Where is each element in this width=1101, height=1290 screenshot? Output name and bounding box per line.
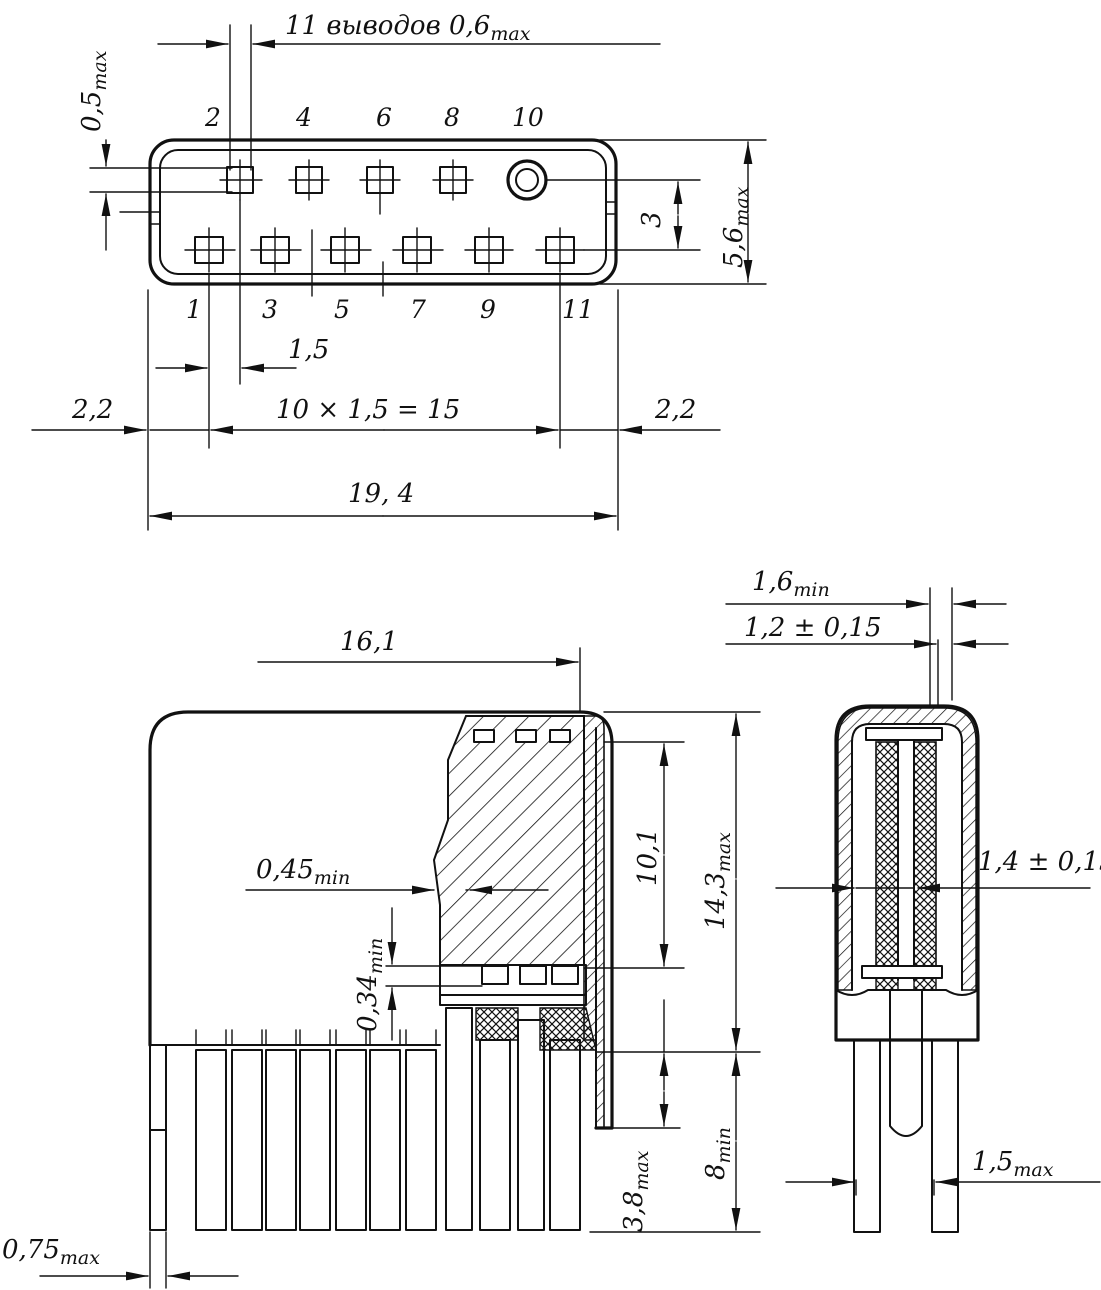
row-spacing-label: 3 [637, 211, 667, 228]
lead-width-label: 0,75max [2, 1235, 100, 1269]
thickness-label: 1,2 ± 0,15 [744, 613, 882, 643]
total-height-label: 14,3max [701, 832, 735, 930]
front-leads [149, 1000, 581, 1232]
pin-label-7: 7 [410, 295, 426, 324]
front-width-label: 16,1 [340, 627, 398, 657]
front-core-hatch [432, 715, 585, 966]
core-label: 1,4 ± 0,15 [978, 847, 1101, 877]
pitch-total-label: 10 × 1,5 = 15 [276, 395, 460, 425]
lead-length-label: 8min [701, 1127, 735, 1180]
pin-label-9: 9 [480, 295, 496, 324]
pins-note-label: 11 выводов 0,6max [285, 11, 531, 45]
side-view: 1,6min 1,2 ± 0,15 1,4 ± 0,15 1,5max [725, 567, 1101, 1233]
side-body-outline [834, 704, 980, 1042]
pin-pad-10 [506, 159, 548, 201]
overall-width-label: 19, 4 [348, 479, 414, 509]
top-view: 2 4 6 8 10 1 3 5 7 9 11 11 выводов 0,6ma… [31, 11, 767, 531]
pin-label-5: 5 [334, 295, 350, 324]
top-pin-row [219, 159, 548, 215]
top-clearance-label: 1,6min [752, 567, 830, 601]
pitch-label: 1,5 [288, 335, 329, 365]
lead-spacing-label: 1,5max [972, 1147, 1054, 1181]
pin-label-11: 11 [562, 295, 594, 324]
edge-left-label: 2,2 [71, 395, 113, 425]
gap-label: 0,34min [353, 938, 387, 1032]
pin-label-4: 4 [295, 103, 312, 132]
height-label: 5,6max [719, 186, 753, 268]
pin-label-2: 2 [204, 103, 221, 132]
pin-label-8: 8 [444, 103, 460, 132]
front-body-outline [148, 710, 614, 1130]
pin-label-10: 10 [512, 103, 544, 132]
front-view: 16,1 10,1 14,3max 8min 3,8max 0,45min 0,… [2, 627, 761, 1289]
pin-label-1: 1 [186, 295, 202, 324]
edge-right-label: 2,2 [654, 395, 696, 425]
bottom-pin-row [184, 227, 585, 297]
pad-offset-label: 0,5max [77, 50, 111, 132]
pin-label-6: 6 [376, 103, 392, 132]
pin-label-3: 3 [262, 295, 278, 324]
body-height-label: 10,1 [633, 828, 663, 886]
wall-thickness-label: 0,45min [256, 855, 350, 889]
stand-height-label: 3,8max [619, 1150, 653, 1232]
